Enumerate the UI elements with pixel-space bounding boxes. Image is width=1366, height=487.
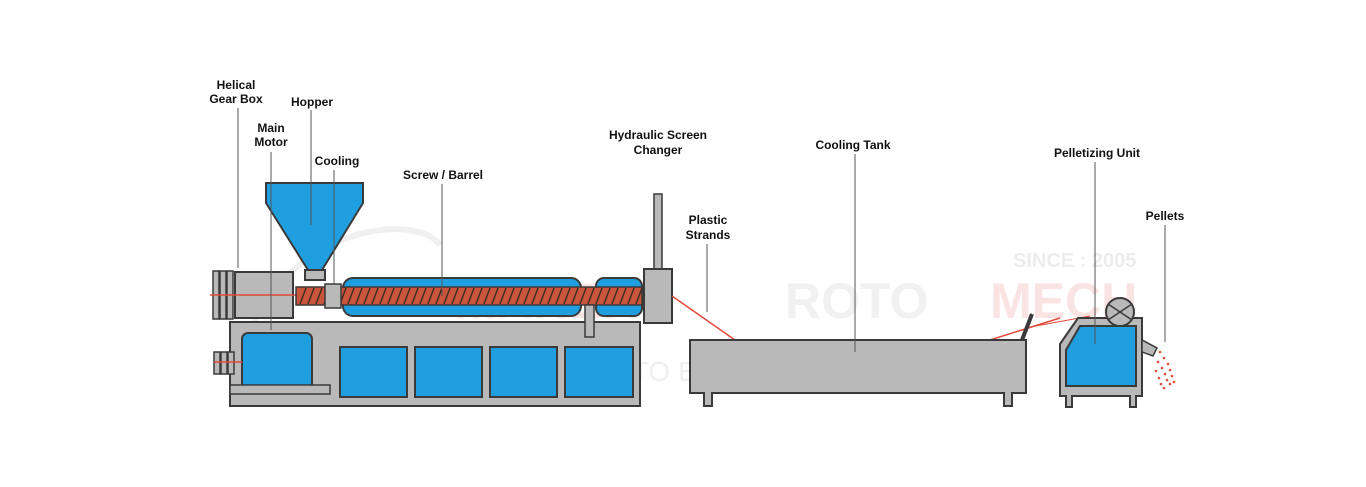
pellet: [1156, 360, 1160, 364]
watermark-brand-b: ROTO: [785, 273, 929, 329]
pellet: [1159, 382, 1163, 386]
pellet: [1163, 372, 1167, 376]
label-main-motor: Main: [257, 121, 284, 135]
label-hydraulic-screen-changer-line2: Changer: [634, 143, 683, 157]
screw-flight: [451, 287, 459, 305]
label-helical-gear-box: Helical: [217, 78, 256, 92]
barrel-support: [584, 304, 595, 338]
screw-flight: [387, 287, 395, 305]
pellet: [1165, 378, 1169, 382]
barrel-core: [295, 286, 643, 306]
screw-flight: [603, 287, 611, 305]
screw-flight: [571, 287, 579, 305]
screw-flights: [299, 287, 643, 305]
pellet: [1166, 362, 1170, 366]
screw-flight: [539, 287, 547, 305]
pelletizing-unit: [1059, 297, 1158, 408]
cooling-tank: [689, 313, 1034, 407]
screw-flight: [427, 287, 435, 305]
label-screw-barrel: Screw / Barrel: [403, 168, 483, 182]
label-helical-gear-box-line2: Gear Box: [209, 92, 263, 106]
label-plastic-strands: Plastic: [689, 213, 728, 227]
extruder-base: [213, 321, 641, 407]
screw-flight: [563, 287, 571, 305]
pellet: [1158, 350, 1162, 354]
helical-gear-box: [210, 270, 300, 320]
screw-flight: [379, 287, 387, 305]
screw-flight: [611, 287, 619, 305]
screw-flight: [555, 287, 563, 305]
hopper: [265, 182, 364, 281]
screw-flight: [443, 287, 451, 305]
screw-flight: [355, 287, 363, 305]
screw-flight: [619, 287, 627, 305]
pellet: [1160, 366, 1164, 370]
screw-flight: [347, 287, 355, 305]
screw-flight: [531, 287, 539, 305]
screw-flight: [459, 287, 467, 305]
screw-flight: [635, 287, 643, 305]
pellet: [1168, 382, 1172, 386]
label-main-motor-line2: Motor: [254, 135, 288, 149]
screw-flight: [595, 287, 603, 305]
screw-flight: [371, 287, 379, 305]
label-plastic-strands-line2: Strands: [686, 228, 731, 242]
screw-flight: [419, 287, 427, 305]
label-cooling-tank: Cooling Tank: [815, 138, 890, 152]
leader-lines: [237, 108, 1166, 352]
labels: Helical Gear Box Hopper Main Motor Cooli…: [209, 78, 1184, 242]
pellet: [1170, 374, 1174, 378]
label-pelletizing-unit: Pelletizing Unit: [1054, 146, 1140, 160]
screw-flight: [491, 287, 499, 305]
screw-flight: [515, 287, 523, 305]
screw-barrel: [295, 277, 643, 338]
pellet: [1162, 356, 1166, 360]
screw-flight: [299, 287, 307, 305]
screw-flight: [483, 287, 491, 305]
label-cooling: Cooling: [315, 154, 360, 168]
pellet: [1157, 376, 1161, 380]
screw-flight: [547, 287, 555, 305]
pellet: [1168, 368, 1172, 372]
label-pellets: Pellets: [1146, 209, 1185, 223]
screw-flight: [627, 287, 635, 305]
screw-flight: [363, 287, 371, 305]
screw-flight: [587, 287, 595, 305]
screw-flight: [523, 287, 531, 305]
screw-flight: [467, 287, 475, 305]
screw-flight: [403, 287, 411, 305]
lower-coupling: [213, 351, 242, 375]
label-hopper: Hopper: [291, 95, 333, 109]
screw-flight: [499, 287, 507, 305]
panel-4: [564, 346, 634, 398]
screw-flight: [395, 287, 403, 305]
screw-flight: [475, 287, 483, 305]
panel-2: [414, 346, 483, 398]
main-motor: [241, 332, 313, 390]
screw-flight: [507, 287, 515, 305]
hydraulic-screen-changer: [643, 193, 673, 324]
screw-flight: [411, 287, 419, 305]
watermark-since: SINCE : 2005: [1013, 250, 1136, 272]
pellet: [1172, 380, 1176, 384]
label-hydraulic-screen-changer: Hydraulic Screen: [609, 128, 707, 142]
screw-flight: [307, 287, 315, 305]
screw-flight: [315, 287, 323, 305]
screw-flight: [435, 287, 443, 305]
screw-flight: [579, 287, 587, 305]
pellets: [1154, 350, 1176, 390]
pellet: [1154, 369, 1158, 373]
panel-3: [489, 346, 558, 398]
cooling-collar: [324, 283, 342, 309]
pellet: [1162, 386, 1166, 390]
panel-1: [339, 346, 408, 398]
